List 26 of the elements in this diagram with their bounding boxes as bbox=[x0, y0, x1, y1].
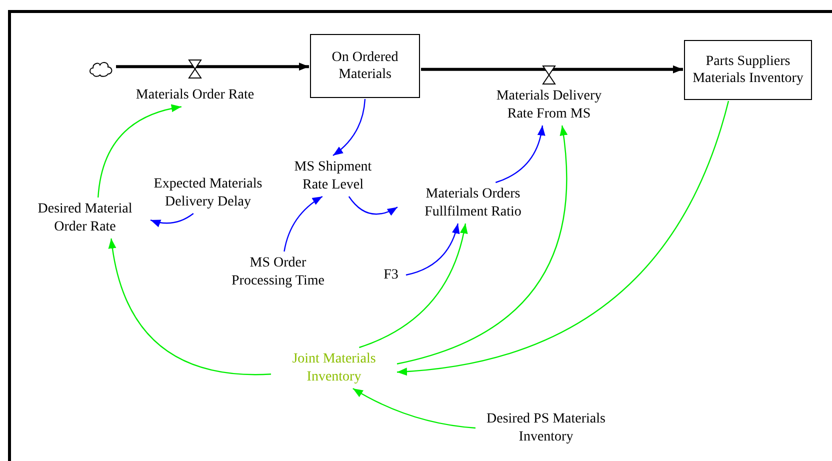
link-arrow bbox=[396, 125, 568, 364]
link-arrow bbox=[495, 125, 545, 184]
variable-label: Expected Materials Delivery Delay bbox=[152, 176, 264, 210]
variable-label: MS Shipment Rate Level bbox=[293, 158, 373, 194]
link-arrow bbox=[284, 196, 323, 252]
variable-label: Joint Materials Inventory bbox=[291, 350, 377, 386]
link-arrow bbox=[332, 98, 366, 156]
link-arrow bbox=[150, 213, 194, 227]
link-arrow bbox=[98, 104, 182, 198]
variable-label: MS Order Processing Time bbox=[230, 254, 326, 290]
link-arrow bbox=[108, 238, 271, 376]
variable-label: Materials Orders Fullfilment Ratio bbox=[424, 186, 522, 220]
stock-box: Parts Suppliers Materials Inventory bbox=[684, 40, 812, 100]
link-arrow bbox=[396, 100, 730, 376]
stock-box: On Ordered Materials bbox=[310, 34, 420, 98]
flow-pipe bbox=[421, 65, 683, 74]
variable-label: Desired Material Order Rate bbox=[36, 200, 134, 236]
link-arrow bbox=[352, 388, 476, 429]
link-arrow bbox=[406, 223, 460, 276]
variable-label: Desired PS Materials Inventory bbox=[486, 410, 606, 446]
link-arrow bbox=[348, 196, 398, 216]
variable-label: Materials Order Rate bbox=[134, 86, 256, 104]
variable-label: Materials Delivery Rate From MS bbox=[495, 88, 603, 122]
flow-pipe bbox=[116, 62, 309, 71]
variable-label: F3 bbox=[382, 266, 400, 284]
link-arrow bbox=[359, 223, 468, 348]
